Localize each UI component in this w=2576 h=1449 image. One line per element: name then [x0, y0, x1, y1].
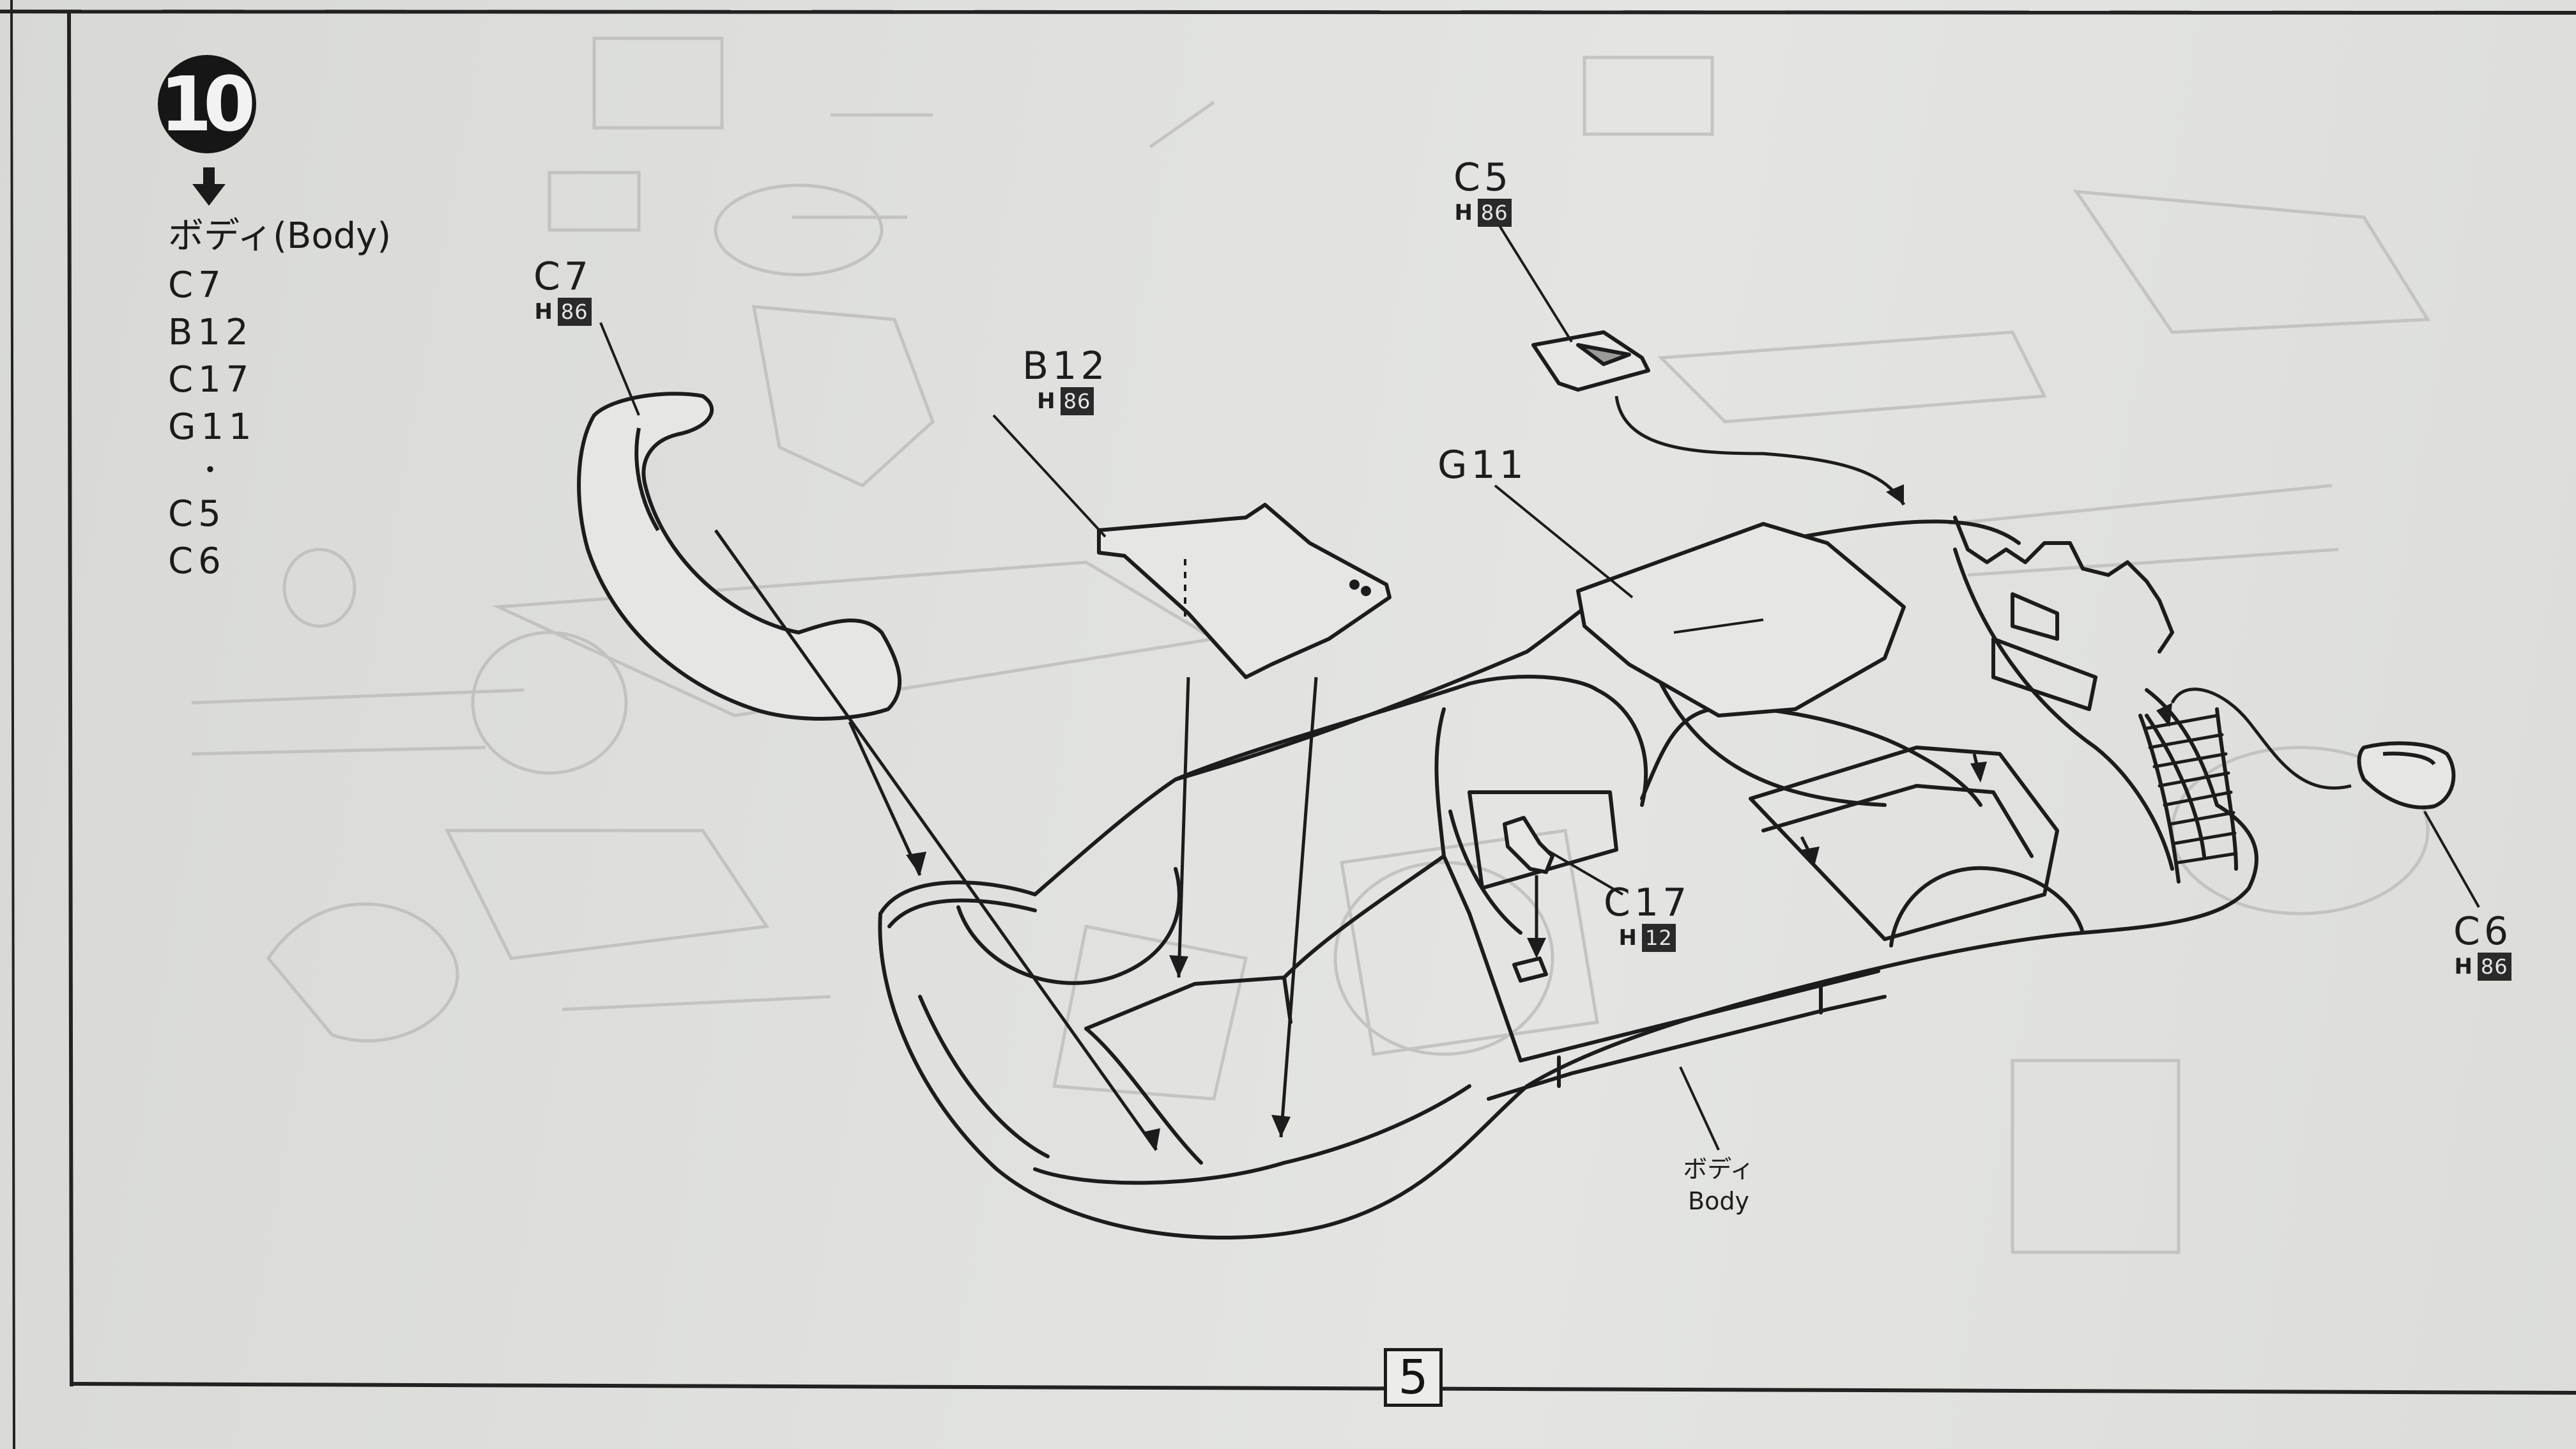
callout-code: B12 [1022, 344, 1109, 388]
parts-list-item: C17 [168, 359, 254, 401]
body-part-label: ボディ Body [1648, 1153, 1789, 1217]
callout-code: C5 [1453, 155, 1513, 200]
parts-list-item: C5 [168, 493, 226, 535]
callout-code: G11 [1438, 443, 1528, 487]
part-g11-shape [1576, 522, 1906, 717]
runner-letter: H [2454, 954, 2472, 979]
page-number: 5 [1384, 1348, 1443, 1407]
part-c5-shape [1531, 330, 1650, 392]
part-c6-shape [2357, 741, 2456, 809]
runner-letter: H [1618, 925, 1637, 951]
parts-list-item: C7 [168, 264, 226, 306]
part-b12-shape [1097, 503, 1392, 679]
body-label-japanese: ボディ [1683, 1155, 1754, 1183]
part-c17-shape [1503, 816, 1554, 983]
callout-g11: G11 [1438, 444, 1528, 486]
runner-number: 86 [1477, 199, 1512, 227]
callout-code: C17 [1604, 880, 1691, 925]
runner-number: 12 [1642, 924, 1676, 952]
parts-list-item: C6 [168, 540, 226, 582]
arrow-heads [906, 484, 2172, 1150]
down-arrow-icon [192, 167, 226, 206]
runner-letter: H [1037, 388, 1055, 414]
parts-list-item: G11 [168, 406, 257, 448]
parts-list-separator: ・ [196, 454, 224, 487]
parts-list-item: B12 [168, 312, 254, 353]
runner-number: 86 [2477, 953, 2511, 981]
runner-letter: H [534, 299, 553, 325]
part-c7-shape [577, 392, 902, 721]
bleed-through-print [191, 36, 2431, 1254]
callout-code: C7 [533, 254, 593, 299]
parts-list-header: ボディ(Body) [168, 215, 392, 257]
body-label-english: Body [1688, 1187, 1749, 1215]
callout-leaders [599, 222, 2480, 1151]
step-number-badge: 10 [158, 55, 256, 153]
callout-code: C6 [2453, 909, 2513, 954]
runner-number: 86 [557, 298, 592, 326]
runner-letter: H [1454, 200, 1473, 226]
parts-list: ボディ(Body) C7 B12 C17 G11 ・ C5 C6 [168, 211, 391, 585]
runner-number: 86 [1060, 387, 1094, 415]
body-shell [878, 516, 2258, 1240]
